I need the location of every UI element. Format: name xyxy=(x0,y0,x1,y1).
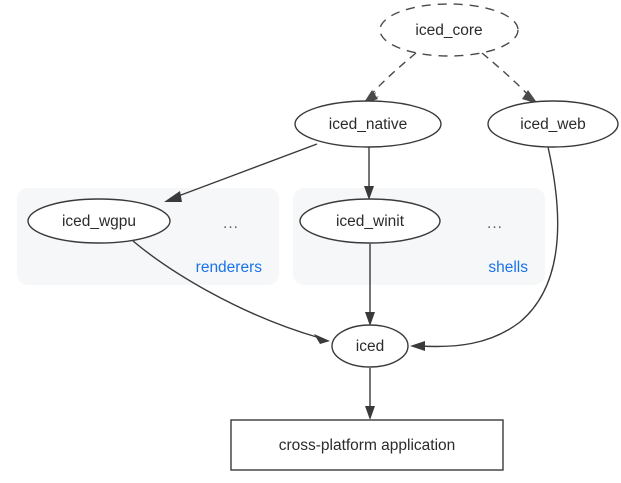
edge-iced-core-to-iced-web-arrowhead xyxy=(522,90,538,104)
node-iced-wgpu[interactable]: iced_wgpu xyxy=(27,198,171,244)
edge-iced-native-to-iced-wgpu-arrowhead xyxy=(164,191,182,202)
node-iced-native[interactable]: iced_native xyxy=(294,100,442,148)
node-iced-core-label: iced_core xyxy=(415,22,482,39)
edge-iced-native-to-iced-wgpu xyxy=(164,143,318,202)
edge-iced-wgpu-to-iced xyxy=(132,240,330,344)
edge-iced-native-to-iced-winit xyxy=(364,147,374,200)
edge-iced-wgpu-to-iced-line xyxy=(132,240,321,339)
node-application-label: cross-platform application xyxy=(279,437,456,454)
edge-iced-native-to-iced-wgpu-line xyxy=(172,143,318,199)
node-application-box[interactable] xyxy=(230,419,504,471)
edge-iced-web-to-iced-arrowhead xyxy=(410,341,425,351)
node-application[interactable]: cross-platform application xyxy=(230,419,504,471)
node-iced-ellipse[interactable] xyxy=(331,324,409,368)
node-iced-wgpu-ellipse[interactable] xyxy=(27,198,171,244)
cluster-renderers-label: renderers xyxy=(196,259,263,276)
edge-iced-native-to-iced-winit-arrowhead xyxy=(364,186,374,200)
node-iced-wgpu-label: iced_wgpu xyxy=(62,213,136,230)
node-iced[interactable]: iced xyxy=(331,324,409,368)
node-iced-web-label: iced_web xyxy=(520,116,586,133)
edge-iced-to-application xyxy=(365,368,375,420)
node-iced-winit-ellipse[interactable] xyxy=(299,198,441,244)
node-iced-web-ellipse[interactable] xyxy=(487,100,619,148)
edge-iced-core-to-iced-web-line xyxy=(481,52,531,98)
edge-iced-web-to-iced-line xyxy=(419,146,559,348)
node-iced-label: iced xyxy=(356,338,384,355)
edge-iced-to-application-arrowhead xyxy=(365,406,375,420)
cluster-shells-label: shells xyxy=(488,259,528,276)
edge-iced-winit-to-iced xyxy=(365,244,375,326)
node-iced-web[interactable]: iced_web xyxy=(487,100,619,148)
edge-iced-wgpu-to-iced-arrowhead xyxy=(314,334,330,344)
edge-iced-core-to-iced-web xyxy=(481,52,538,104)
node-iced-core[interactable]: iced_core xyxy=(379,3,519,57)
node-shells-more-label: ... xyxy=(487,215,503,232)
edge-iced-core-to-iced-native xyxy=(362,52,417,104)
node-iced-winit-label: iced_winit xyxy=(336,213,405,230)
node-iced-native-ellipse[interactable] xyxy=(294,100,442,148)
node-renderers-more-label: ... xyxy=(223,215,239,232)
node-iced-core-ellipse[interactable] xyxy=(379,3,519,57)
edge-iced-web-to-iced xyxy=(410,146,559,351)
edge-iced-winit-to-iced-arrowhead xyxy=(365,312,375,326)
node-iced-native-label: iced_native xyxy=(329,116,407,133)
node-iced-winit[interactable]: iced_winit xyxy=(299,198,441,244)
edge-iced-core-to-iced-native-line xyxy=(369,52,417,97)
